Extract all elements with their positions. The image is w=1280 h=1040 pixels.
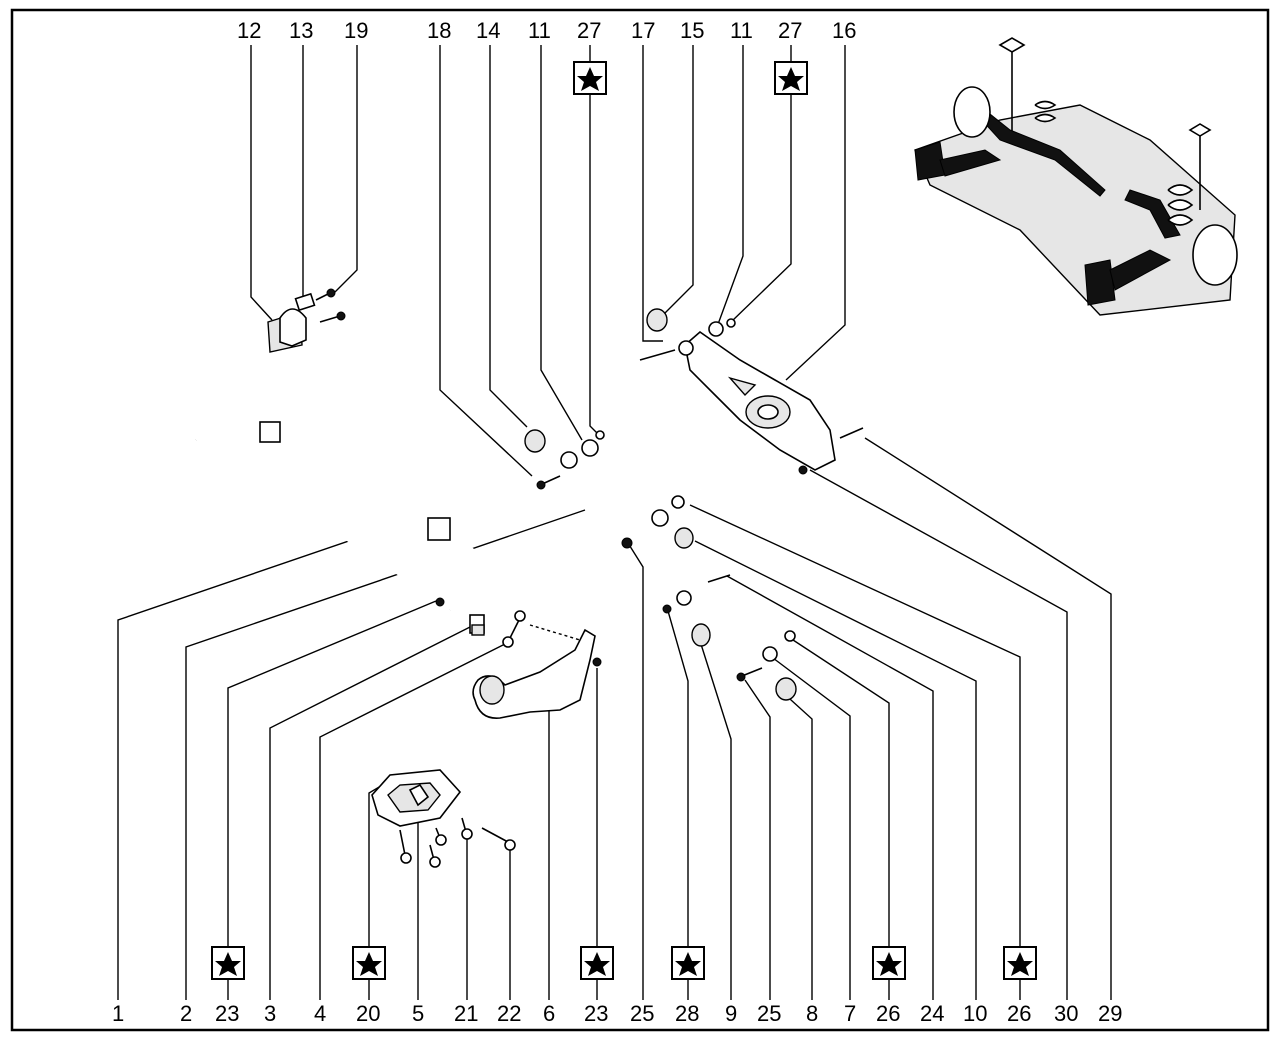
star-icon	[356, 952, 382, 976]
transverse-link	[472, 624, 602, 719]
callout-28-bottom: 28	[675, 1001, 699, 1026]
callout-19-top: 19	[344, 18, 368, 43]
callout-25-bottom-b: 25	[757, 1001, 781, 1026]
callout-7-bottom: 7	[844, 1001, 856, 1026]
callout-23-bottom-a: 23	[215, 1001, 239, 1026]
upper-control-arm	[524, 429, 694, 549]
callout-16-top: 16	[832, 18, 856, 43]
callout-8-bottom: 8	[806, 1001, 818, 1026]
callout-17-top: 17	[631, 18, 655, 43]
callout-4-bottom: 4	[314, 1001, 326, 1026]
callout-23-bottom-b: 23	[584, 1001, 608, 1026]
star-box-28	[671, 946, 705, 1000]
star-box-26-a	[872, 946, 906, 1000]
callout-29-bottom: 29	[1098, 1001, 1122, 1026]
star-icon	[1007, 952, 1033, 976]
stabilizer-link	[469, 610, 526, 648]
top-leader-lines	[250, 45, 846, 477]
callout-1-bottom: 1	[112, 1001, 124, 1026]
callout-22-bottom: 22	[497, 1001, 521, 1026]
star-icon	[675, 952, 701, 976]
callout-13-top: 13	[289, 18, 313, 43]
star-icon	[215, 952, 241, 976]
stabilizer-clamp-assembly	[267, 288, 346, 353]
callout-26-bottom-b: 26	[1007, 1001, 1031, 1026]
star-box-27-a	[573, 45, 607, 95]
callout-21-bottom: 21	[454, 1001, 478, 1026]
spring-link	[639, 308, 864, 475]
bottom-callout-labels: 1 2 23 3 4 20 5 21 22 6 23 25 28 9 25 8 …	[112, 1001, 1122, 1026]
diagram-border	[10, 8, 1270, 1032]
callout-9-bottom: 9	[725, 1001, 737, 1026]
callout-27-top-b: 27	[778, 18, 802, 43]
callout-5-bottom: 5	[412, 1001, 424, 1026]
callout-27-top-a: 27	[577, 18, 601, 43]
callout-26-bottom-a: 26	[876, 1001, 900, 1026]
mounting-bracket	[371, 769, 516, 868]
star-box-27-b	[774, 45, 808, 95]
callout-11-top-b: 11	[730, 18, 753, 43]
callout-15-top: 15	[680, 18, 704, 43]
callout-20-bottom: 20	[356, 1001, 380, 1026]
callout-14-top: 14	[476, 18, 500, 43]
stabilizer-bar	[195, 416, 487, 612]
star-icon	[584, 952, 610, 976]
star-box-20	[352, 946, 386, 1000]
callout-25-bottom-a: 25	[630, 1001, 654, 1026]
rear-axle-assembly-overview	[914, 37, 1238, 316]
callout-18-top: 18	[427, 18, 451, 43]
star-box-23-a	[211, 946, 245, 1000]
bottom-leader-lines	[117, 437, 1112, 1000]
star-icon	[876, 952, 902, 976]
trailing-arm	[662, 574, 797, 701]
star-box-23-b	[580, 946, 614, 1000]
star-box-26-b	[1003, 946, 1037, 1000]
callout-11-top-a: 11	[528, 18, 551, 43]
star-icon	[778, 67, 804, 91]
callout-24-bottom: 24	[920, 1001, 944, 1026]
callout-6-bottom: 6	[543, 1001, 555, 1026]
top-callout-labels: 12 13 19 18 14 11 27 17 15 11 27 16	[237, 18, 856, 43]
callout-12-top: 12	[237, 18, 261, 43]
callout-3-bottom: 3	[264, 1001, 276, 1026]
callout-2-bottom: 2	[180, 1001, 192, 1026]
star-icon	[577, 67, 603, 91]
callout-30-bottom: 30	[1054, 1001, 1078, 1026]
callout-10-bottom: 10	[963, 1001, 987, 1026]
